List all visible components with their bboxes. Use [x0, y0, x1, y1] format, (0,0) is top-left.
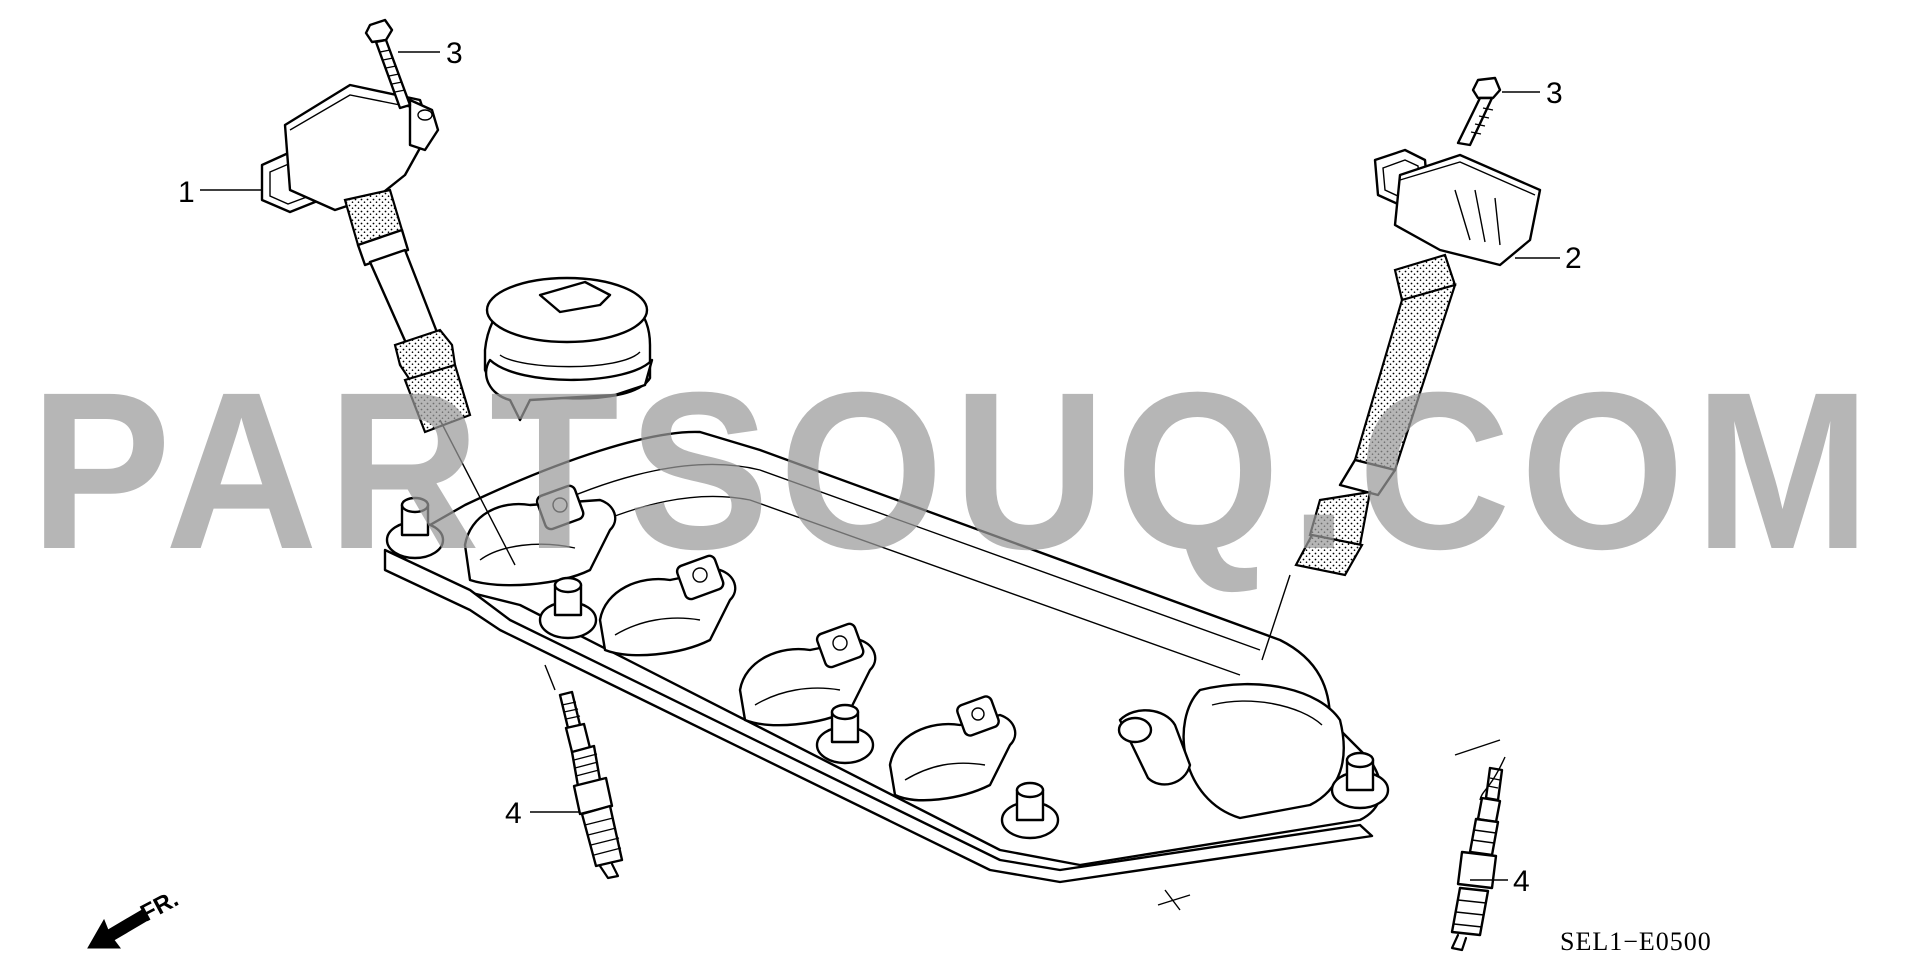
coil-well-1 [463, 484, 617, 587]
coil-well-3 [738, 622, 877, 727]
ignition-coil-left [260, 83, 472, 434]
callout-3-left: 3 [446, 37, 463, 70]
spark-plug-right [1450, 766, 1504, 952]
cover-bolt [1000, 781, 1060, 840]
callout-3-right: 3 [1546, 77, 1563, 110]
callout-2: 2 [1565, 242, 1582, 275]
callout-1: 1 [178, 176, 195, 209]
coil-bolt-left [364, 18, 412, 110]
assembly-lines [439, 419, 1506, 911]
coil-well-2 [598, 554, 737, 657]
watermark-text: PARTSOUQ.COM [30, 346, 1880, 596]
cover-bolt [1330, 751, 1390, 810]
coil-bolt-right [1456, 76, 1502, 147]
ignition-coil-right [1294, 148, 1542, 577]
oil-filler-cap [483, 276, 654, 422]
callout-4-left: 4 [505, 797, 522, 830]
cover-bolt [538, 576, 598, 640]
front-arrow-icon [87, 909, 149, 949]
coil-well-4 [888, 695, 1017, 802]
front-direction-indicator: FR. [87, 885, 183, 949]
cover-bolt [385, 496, 445, 560]
cover-bolt [815, 703, 875, 765]
callout-4-right: 4 [1513, 865, 1530, 898]
diagram-code: SEL1−E0500 [1560, 927, 1712, 956]
head-cover [383, 430, 1382, 884]
spark-plug-left [558, 690, 624, 880]
callout-leaders [200, 51, 1560, 881]
